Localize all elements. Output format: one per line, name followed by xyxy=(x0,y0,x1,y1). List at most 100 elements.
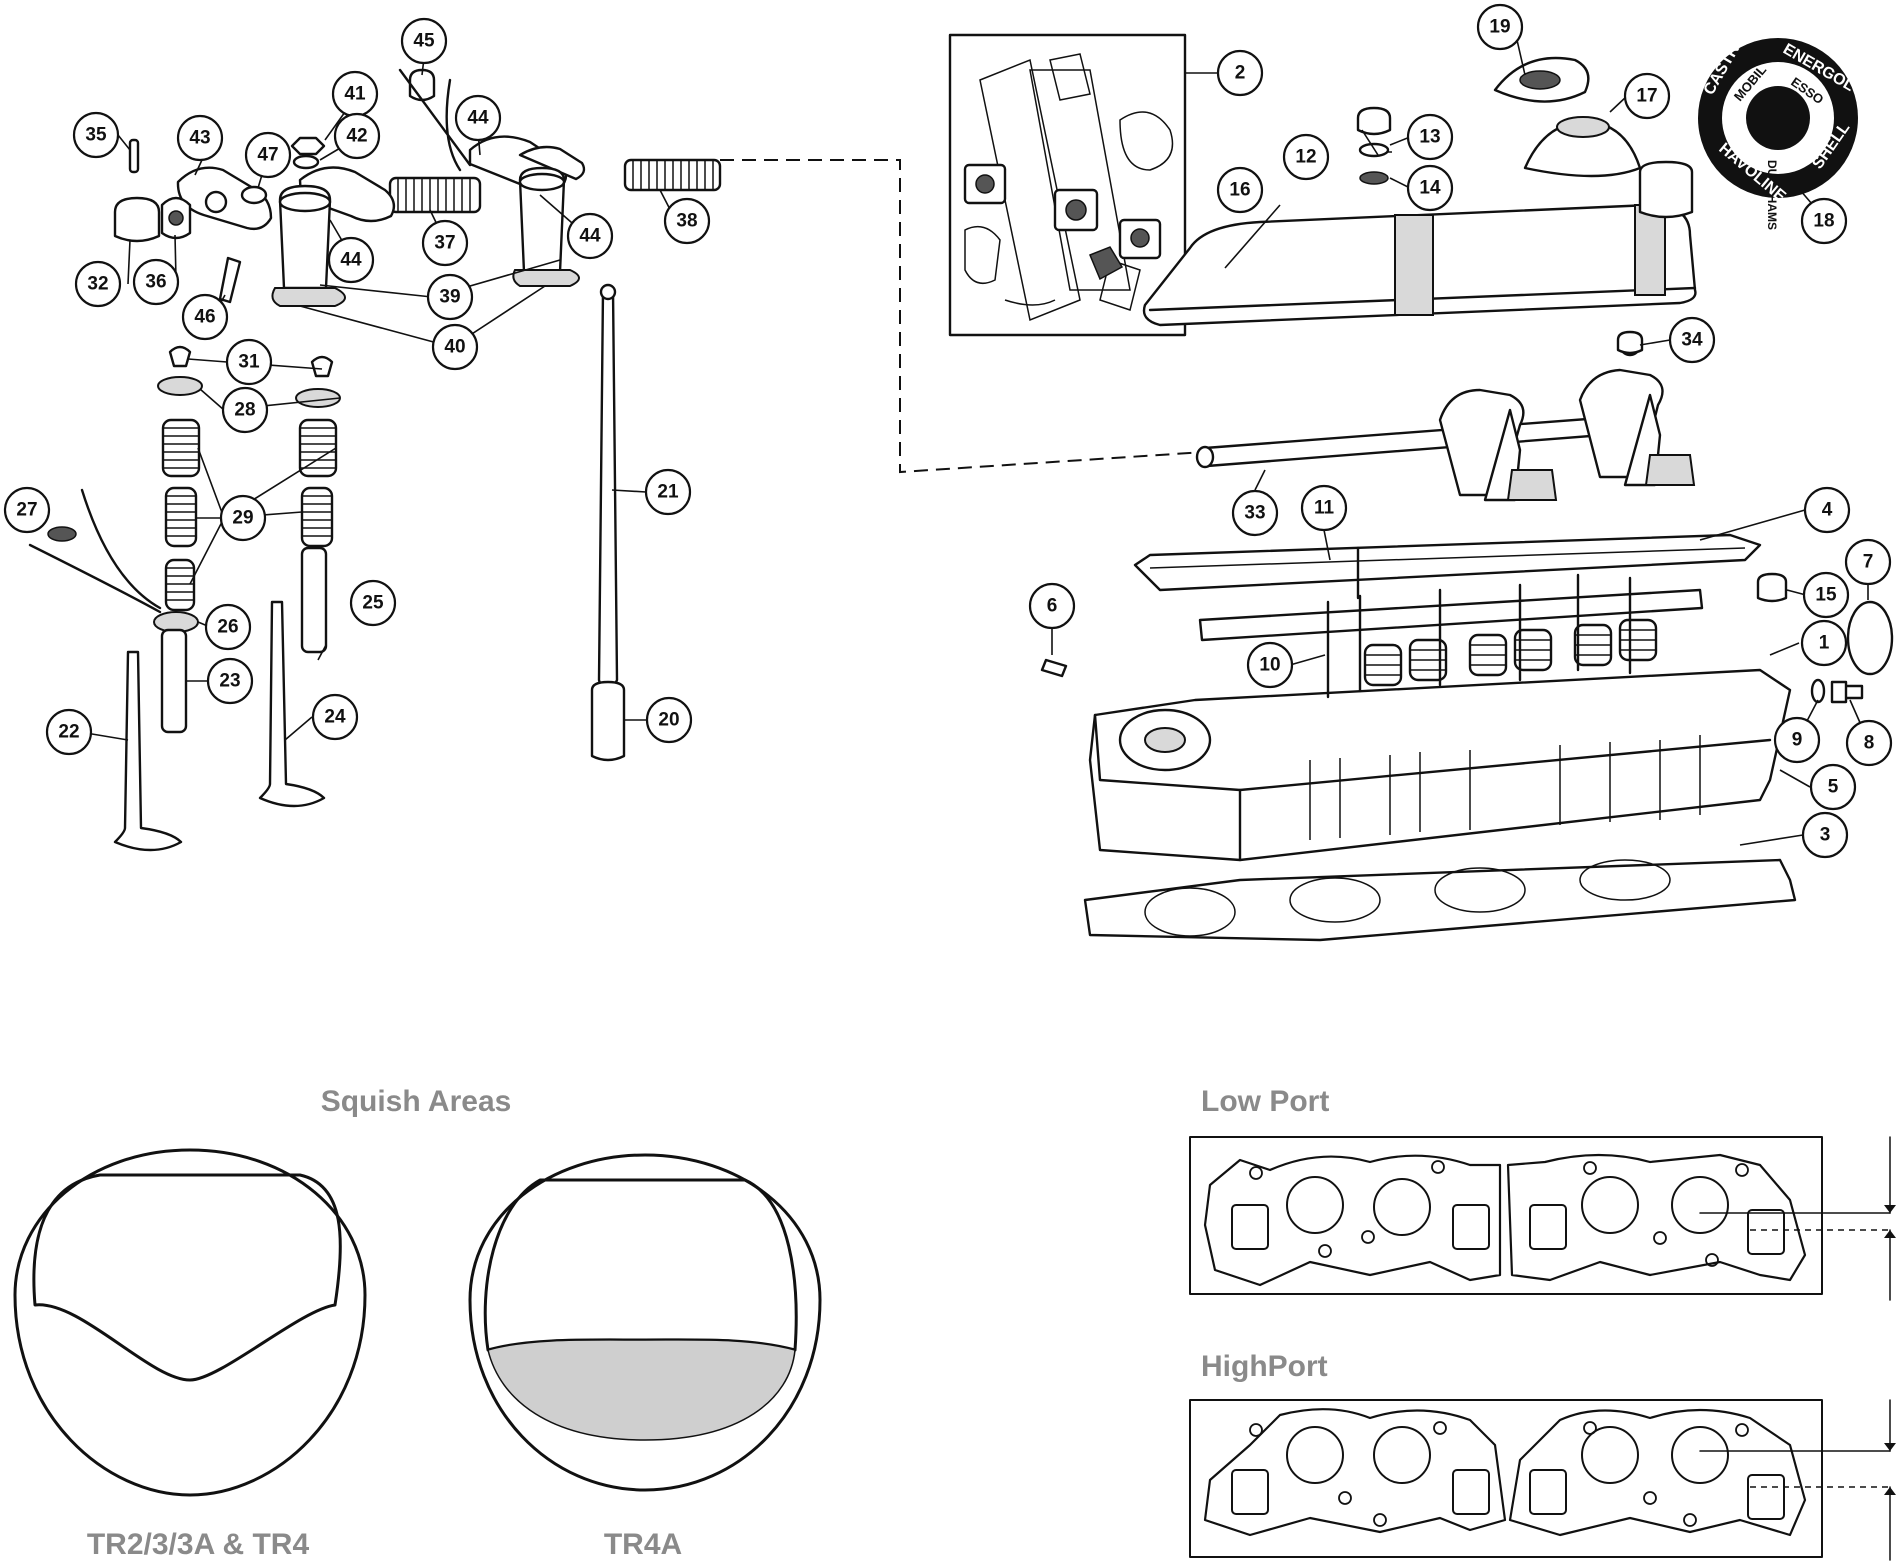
callout-25: 25 xyxy=(349,579,397,627)
svg-text:16: 16 xyxy=(1229,180,1250,201)
svg-text:46: 46 xyxy=(194,307,215,328)
svg-text:24: 24 xyxy=(324,707,346,728)
valve-guide-23 xyxy=(160,628,188,734)
split-pin-35 xyxy=(128,138,140,174)
svg-text:27: 27 xyxy=(16,500,37,521)
collet-31a xyxy=(168,345,192,368)
callout-2: 2 xyxy=(1216,49,1264,97)
callout-21: 21 xyxy=(644,468,692,516)
svg-text:10: 10 xyxy=(1259,655,1280,676)
callout-26: 26 xyxy=(204,603,252,651)
svg-text:25: 25 xyxy=(362,593,384,614)
callout-47: 47 xyxy=(244,131,292,179)
svg-text:7: 7 xyxy=(1863,552,1874,573)
callout-31: 31 xyxy=(225,338,273,386)
head-valve-springs xyxy=(1363,618,1658,687)
svg-text:3: 3 xyxy=(1820,825,1831,846)
svg-text:42: 42 xyxy=(346,126,367,147)
inner-spring-29c xyxy=(164,486,198,548)
outer-spring-29a xyxy=(161,418,201,478)
valve-guide-25 xyxy=(300,546,328,654)
stud-6 xyxy=(1040,658,1068,678)
callout-45: 45 xyxy=(400,17,448,65)
svg-text:18: 18 xyxy=(1813,211,1834,232)
callout-15: 15 xyxy=(1802,571,1850,619)
svg-text:44: 44 xyxy=(340,250,362,271)
callout-28: 28 xyxy=(221,386,269,434)
squish-areas-title: Squish Areas xyxy=(321,1085,512,1118)
callout-10: 10 xyxy=(1246,641,1294,689)
svg-text:40: 40 xyxy=(444,337,465,358)
oil-brand-duckhams: DUCKHAMS xyxy=(1765,160,1779,230)
rocker-spring-37 xyxy=(388,176,482,214)
tr4a-squish-shaded-area xyxy=(487,1339,796,1441)
callout-20: 20 xyxy=(645,696,693,744)
callout-27: 27 xyxy=(3,486,51,534)
end-cap-32 xyxy=(113,196,161,243)
svg-text:5: 5 xyxy=(1828,777,1839,798)
chamber-label-tr4a: TR4A xyxy=(604,1528,682,1561)
svg-text:22: 22 xyxy=(58,722,79,743)
nut-41 xyxy=(290,136,326,156)
nut-12-13-14 xyxy=(1356,106,1392,185)
gasket-set-2 xyxy=(948,33,1187,337)
svg-text:45: 45 xyxy=(413,31,435,52)
svg-text:13: 13 xyxy=(1419,127,1440,148)
oil-filler-cap-19 xyxy=(1493,56,1590,103)
svg-text:12: 12 xyxy=(1295,147,1316,168)
inner-spring-29e xyxy=(164,558,196,612)
svg-text:23: 23 xyxy=(219,671,240,692)
svg-text:34: 34 xyxy=(1681,330,1703,351)
callout-16: 16 xyxy=(1216,166,1264,214)
combustion-chamber-tr4a xyxy=(468,1153,822,1492)
callout-33: 33 xyxy=(1231,489,1279,537)
inner-spring-29d xyxy=(300,486,334,548)
svg-text:47: 47 xyxy=(257,145,278,166)
svg-text:8: 8 xyxy=(1864,733,1875,754)
rocker-arm-44c xyxy=(518,145,586,181)
svg-text:1: 1 xyxy=(1819,633,1830,654)
callout-41: 41 xyxy=(331,70,379,118)
callout-42: 42 xyxy=(333,112,381,160)
callout-18: 18 xyxy=(1800,197,1848,245)
high-port-label: HighPort xyxy=(1201,1350,1328,1383)
rocker-arm-44a xyxy=(298,166,396,223)
callout-44a: 44 xyxy=(327,236,375,284)
seal-27 xyxy=(47,526,77,542)
svg-text:35: 35 xyxy=(85,125,107,146)
svg-text:14: 14 xyxy=(1419,178,1441,199)
svg-text:6: 6 xyxy=(1047,596,1058,617)
oil-filler-cap-17 xyxy=(1523,116,1642,178)
callout-43: 43 xyxy=(176,114,224,162)
rocker-shaft-assembly-33 xyxy=(1195,333,1696,502)
sealing-ring-7 xyxy=(1846,600,1894,676)
callout-36: 36 xyxy=(132,258,180,306)
svg-text:2: 2 xyxy=(1235,63,1246,84)
callout-44b: 44 xyxy=(454,94,502,142)
callout-4: 4 xyxy=(1803,486,1851,534)
callout-29: 29 xyxy=(219,494,267,542)
callout-23: 23 xyxy=(206,657,254,705)
cover-gasket-4 xyxy=(1133,533,1762,592)
tappet-20 xyxy=(590,680,626,762)
callout-40: 40 xyxy=(431,323,479,371)
plug-8 xyxy=(1830,680,1864,704)
low-port-gasket-panel xyxy=(1189,1136,1896,1301)
callout-1: 1 xyxy=(1800,619,1848,667)
callout-34: 34 xyxy=(1668,316,1716,364)
bolt-46 xyxy=(218,256,242,304)
callout-24: 24 xyxy=(311,693,359,741)
svg-text:39: 39 xyxy=(439,287,460,308)
svg-text:44: 44 xyxy=(579,226,601,247)
oil-brand-roundel-18: CASTROL ENERGOL MOBIL ESSO DUCKHAMS SHEL… xyxy=(1698,22,1858,230)
pushrod-21 xyxy=(597,288,619,688)
svg-text:33: 33 xyxy=(1244,503,1265,524)
callout-11: 11 xyxy=(1300,484,1348,532)
collet-31b xyxy=(310,355,334,378)
callout-38: 38 xyxy=(663,197,711,245)
callout-5: 5 xyxy=(1809,763,1857,811)
svg-text:44: 44 xyxy=(467,108,489,129)
callout-8: 8 xyxy=(1845,719,1893,767)
combustion-chamber-tr2-tr4 xyxy=(13,1148,367,1497)
